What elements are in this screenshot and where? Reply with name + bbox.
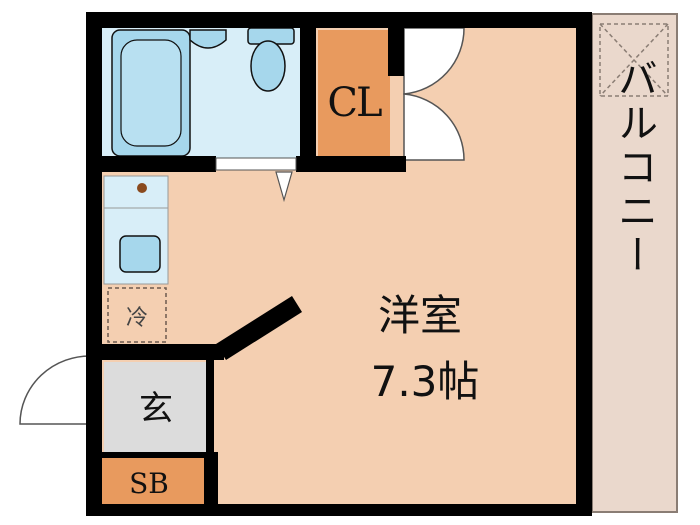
closet-area xyxy=(318,30,390,158)
fridge-space xyxy=(107,287,167,343)
entrance-label: 玄 xyxy=(139,389,173,429)
shoe-box-area xyxy=(102,456,206,504)
shoe-box-label: SB xyxy=(129,467,169,500)
toilet-icon xyxy=(247,27,295,92)
kitchen-sink-icon xyxy=(119,235,161,273)
closet-door-swing xyxy=(403,27,465,161)
drain-marker xyxy=(599,23,669,97)
main-room-name: 洋室 xyxy=(378,291,462,340)
fridge-label: 冷 xyxy=(126,306,148,331)
bath-sliding-door xyxy=(215,157,297,203)
sink-icon xyxy=(189,29,227,49)
bathtub-icon xyxy=(111,29,191,157)
closet-label: CL xyxy=(327,80,382,126)
stove-burner-icon xyxy=(137,183,147,193)
entry-door xyxy=(19,355,93,425)
kitchen-counter xyxy=(103,175,169,285)
main-room-size: 7.3帖 xyxy=(371,357,480,406)
balcony xyxy=(591,13,678,513)
walls xyxy=(86,12,592,516)
balcony-label: バルコニー xyxy=(611,58,657,278)
entrance-floor xyxy=(104,362,210,452)
